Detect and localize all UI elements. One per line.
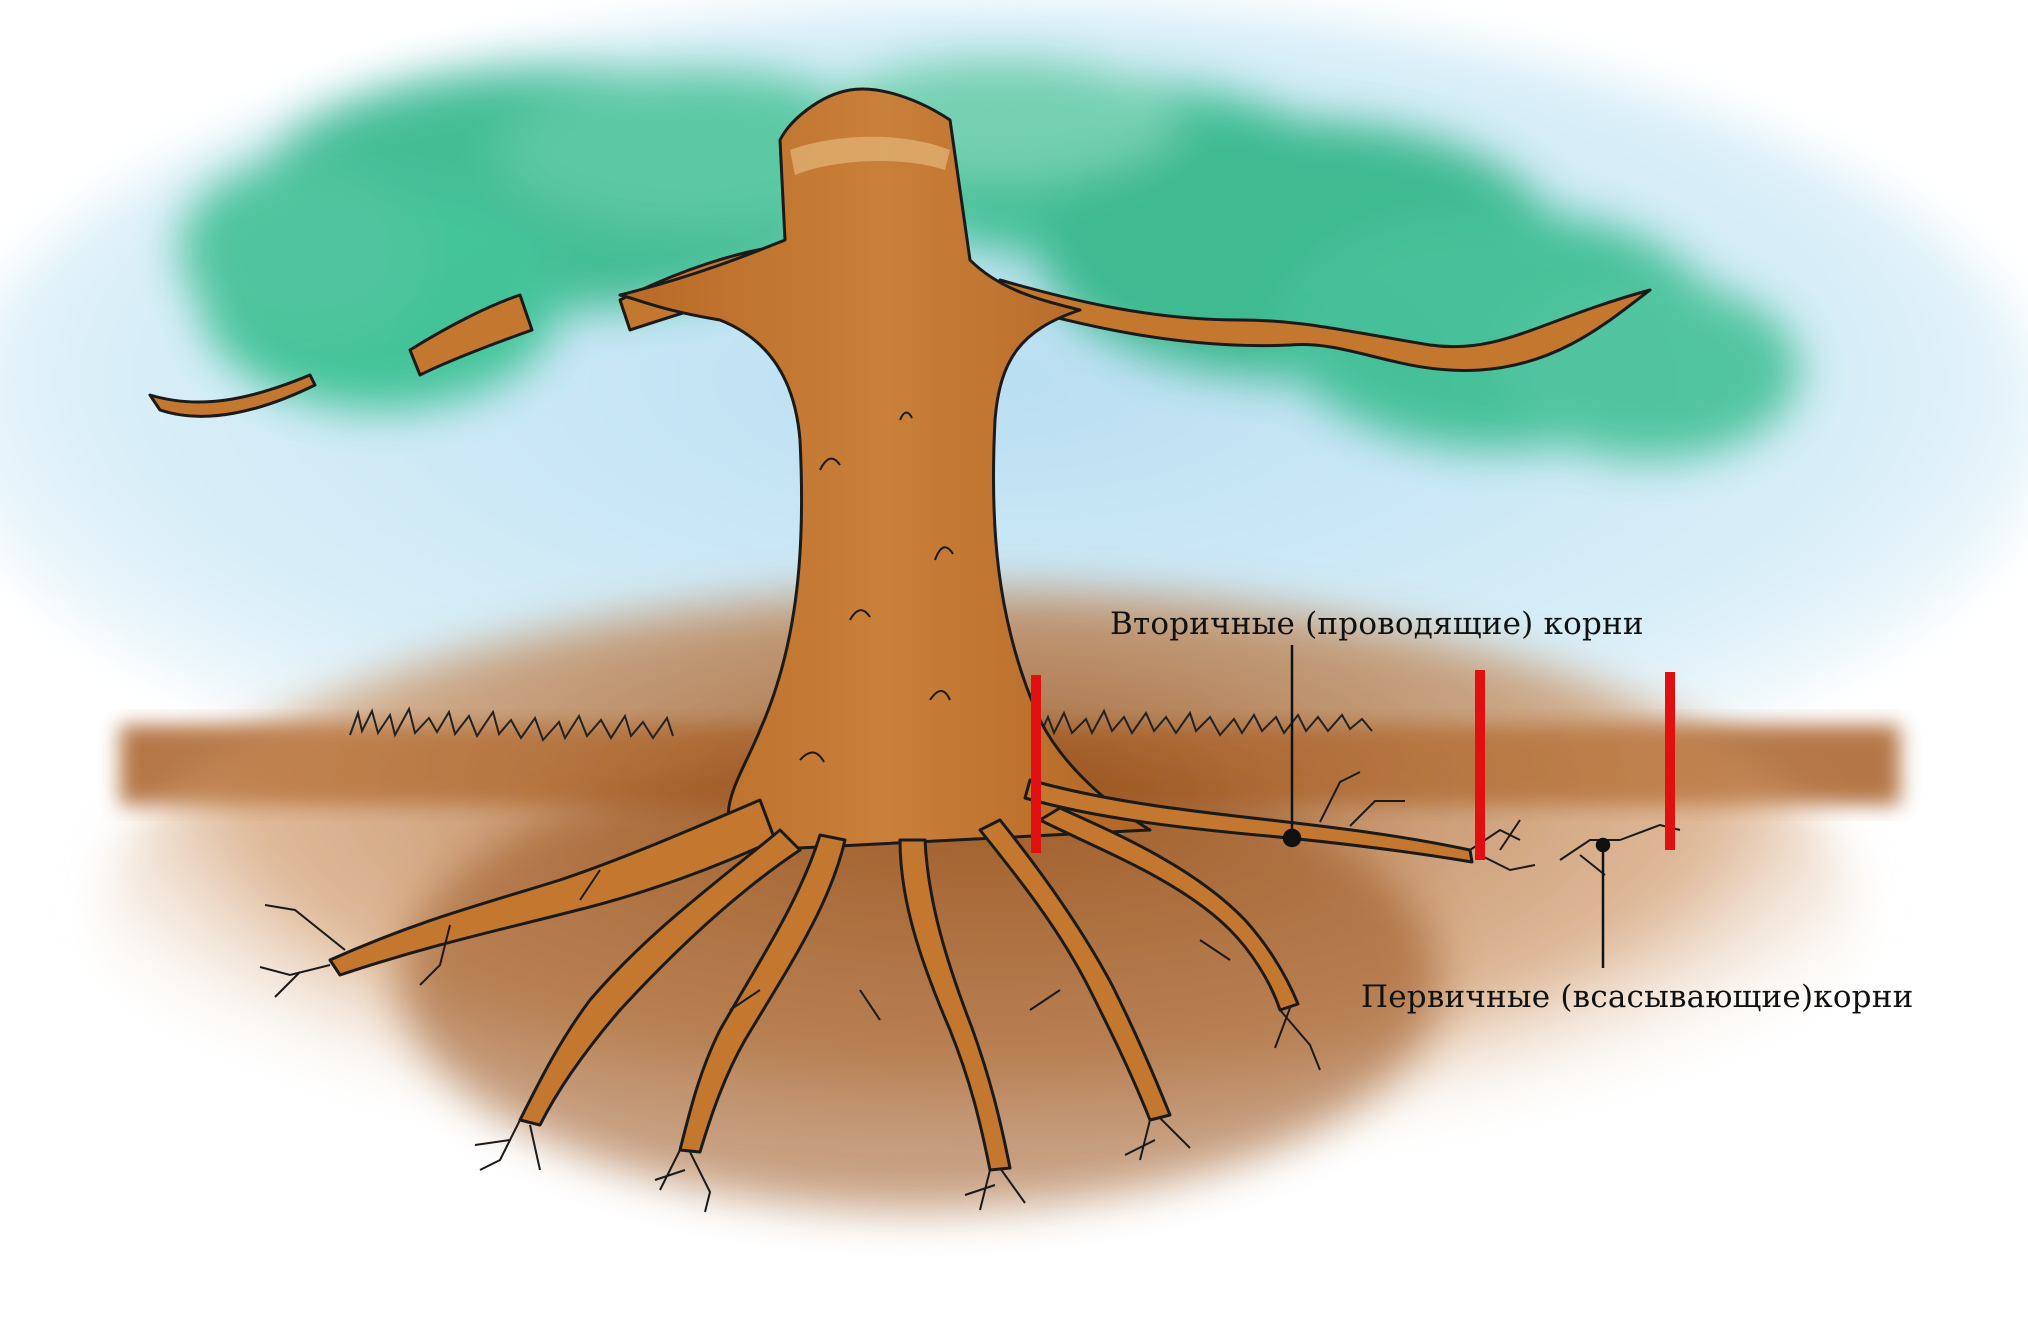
grass-line	[349, 706, 1373, 742]
roots	[328, 778, 1474, 1172]
red-marker-1	[1031, 675, 1041, 853]
secondary-roots-pointer-dot	[1282, 828, 1302, 848]
primary-roots-label: Первичные (всасывающие)корни	[1361, 979, 1914, 1015]
secondary-roots-label: Вторичные (проводящие) корни	[1110, 606, 1644, 642]
red-marker-3	[1665, 672, 1675, 850]
primary-roots-pointer-dot	[1595, 837, 1611, 853]
red-markers	[1031, 670, 1675, 860]
foliage	[180, 60, 1800, 460]
leader-lines	[1282, 645, 1611, 968]
red-marker-2	[1475, 670, 1485, 860]
root-hairs	[259, 771, 1681, 1213]
